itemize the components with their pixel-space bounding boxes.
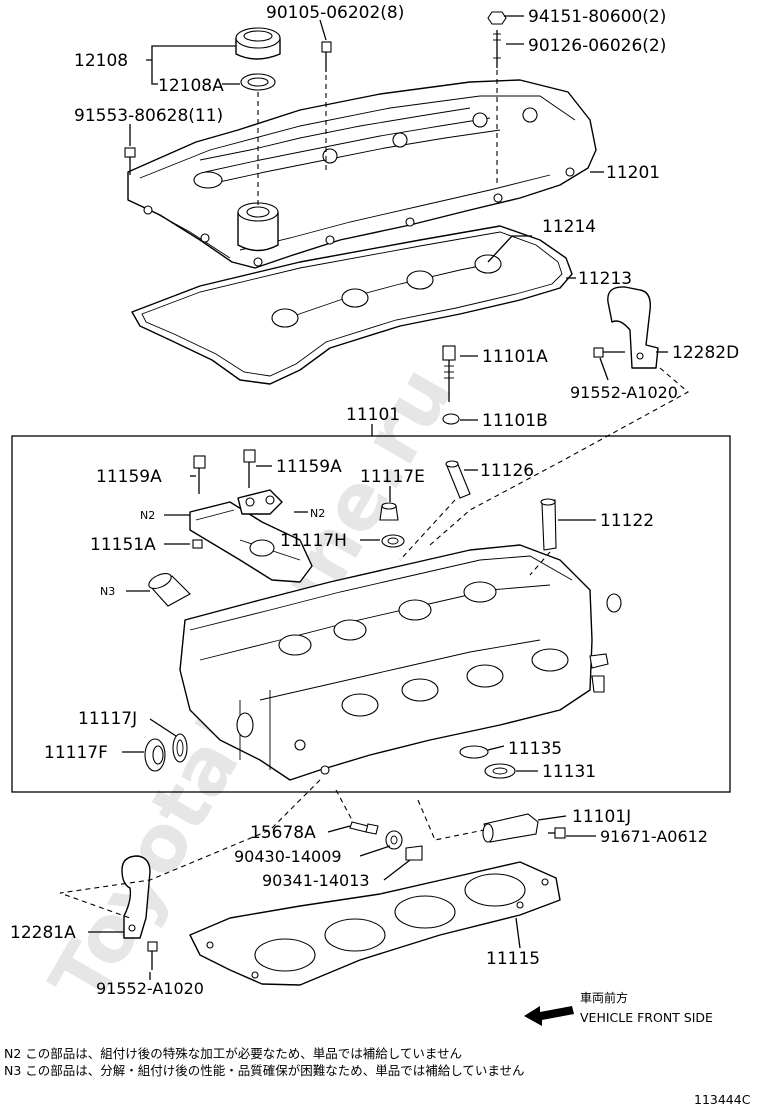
- label-90430: 90430-14009: [234, 847, 342, 866]
- cylinder-head-box: [11, 435, 731, 793]
- washer-11101B: [442, 413, 460, 425]
- label-n2-right: N2: [310, 507, 325, 520]
- diagram-id: 113444C: [694, 1092, 751, 1107]
- valve-guide-11122: [540, 498, 557, 551]
- label-11159A-right: 11159A: [276, 457, 342, 477]
- engine-hanger-rear: [607, 286, 659, 369]
- nut-94151: [487, 11, 507, 25]
- valve-11101J: [482, 813, 539, 843]
- label-90105: 90105-06202(8): [266, 3, 404, 23]
- label-91552-front: 91552-A1020: [96, 979, 204, 998]
- plug-90341: [405, 845, 423, 861]
- label-11126: 11126: [480, 461, 534, 481]
- leader-11101J: [417, 799, 485, 841]
- label-12282D: 12282D: [672, 343, 739, 363]
- label-n2-left: N2: [140, 509, 155, 522]
- label-11115: 11115: [486, 949, 540, 969]
- label-15678A: 15678A: [250, 823, 316, 843]
- stud-11101A: [442, 345, 456, 402]
- plug-11117E: [379, 502, 399, 521]
- pin-11151A: [192, 539, 203, 549]
- part-n3: [148, 573, 191, 607]
- ring-seal: [606, 593, 622, 613]
- label-11213: 11213: [578, 269, 632, 289]
- note-n2: N2 この部品は、組付け後の特殊な加工が必要なため、単品では補給していません: [4, 1046, 462, 1061]
- seal-11135: [459, 745, 489, 759]
- label-11101B: 11101B: [482, 411, 548, 431]
- label-11214: 11214: [542, 217, 596, 237]
- leader-lines: [88, 15, 668, 980]
- spark-plug-tube-seal: [271, 254, 502, 328]
- label-91552-rear: 91552-A1020: [570, 383, 678, 402]
- label-90126: 90126-06026(2): [528, 36, 666, 56]
- label-90341: 90341-14013: [262, 871, 370, 890]
- label-n3: N3: [100, 585, 115, 598]
- label-11117F: 11117F: [44, 743, 108, 763]
- plug-11117F: [144, 738, 166, 772]
- bolt-91671: [548, 827, 566, 839]
- leader-rear-hanger: [429, 367, 689, 546]
- stud-90126: [493, 30, 501, 68]
- label-11101J: 11101J: [572, 807, 631, 827]
- label-11151A: 11151A: [90, 535, 156, 555]
- label-12281A: 12281A: [10, 923, 76, 943]
- label-11117H: 11117H: [280, 531, 347, 551]
- label-11117E: 11117E: [360, 467, 425, 487]
- cylinder-head: [179, 544, 609, 781]
- bolt-91553: [124, 147, 136, 175]
- valve-guide-11126: [445, 460, 471, 499]
- label-11101A: 11101A: [482, 347, 548, 367]
- direction-label-jp: 車両前方: [580, 990, 628, 1005]
- gasket-11117H: [381, 534, 405, 548]
- label-11122: 11122: [600, 511, 654, 531]
- note-n3: N3 この部品は、分解・組付け後の性能・品質確保が困難なため、単品では補給してい…: [4, 1063, 525, 1078]
- label-11101: 11101: [346, 405, 400, 425]
- head-gasket: [189, 861, 561, 986]
- direction-label-en: VEHICLE FRONT SIDE: [580, 1010, 713, 1025]
- label-12108A: 12108A: [158, 76, 224, 96]
- seal-11131: [484, 763, 516, 779]
- bolt-91552-front: [147, 941, 158, 970]
- front-direction-arrow: [524, 1006, 574, 1026]
- bolt-90105: [321, 41, 332, 72]
- label-91671: 91671-A0612: [600, 827, 708, 846]
- label-11131: 11131: [542, 762, 596, 782]
- label-11201: 11201: [606, 163, 660, 183]
- camshaft-bearing-cap: [189, 489, 313, 583]
- bolt-11159A-left: [193, 455, 206, 494]
- bolt-91552-rear: [593, 347, 625, 358]
- label-11135: 11135: [508, 739, 562, 759]
- leader-front-hanger: [59, 779, 321, 919]
- cylinder-head-cover: [127, 79, 597, 269]
- part-labels: 90105-06202(8) 94151-80600(2) 90126-0602…: [4, 3, 751, 1107]
- gasket-11117J: [172, 733, 188, 763]
- oil-filler-cap: [235, 27, 281, 91]
- label-12108: 12108: [74, 51, 128, 71]
- label-11159A-left: 11159A: [96, 467, 162, 487]
- bolt-11159A-right: [243, 449, 256, 488]
- washer-90430: [385, 830, 403, 850]
- label-11117J: 11117J: [78, 709, 137, 729]
- bolt-15678A: [349, 821, 379, 835]
- label-94151: 94151-80600(2): [528, 7, 666, 27]
- label-91553: 91553-80628(11): [74, 106, 223, 126]
